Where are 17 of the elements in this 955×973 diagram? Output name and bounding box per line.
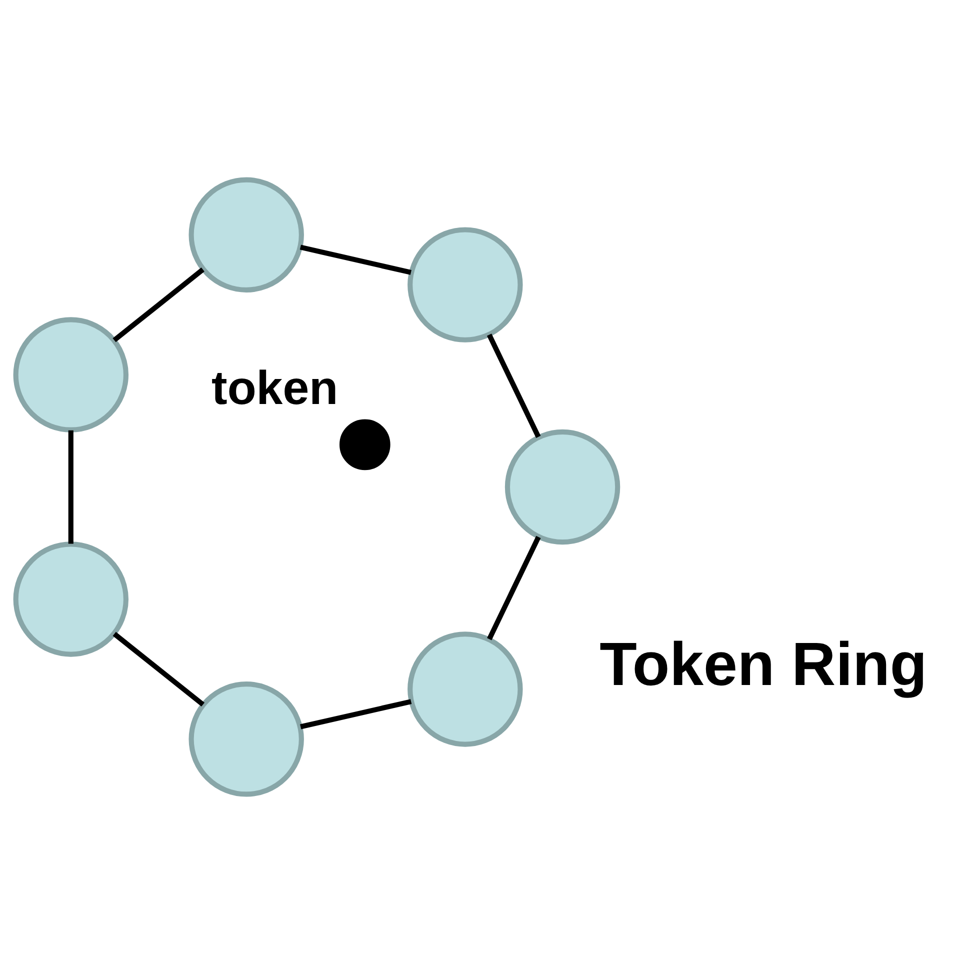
connector (486, 333, 540, 438)
node-circle (12, 316, 128, 432)
node-circle (504, 428, 620, 544)
node-circle (12, 541, 128, 656)
label: Token Ring (599, 629, 927, 698)
node-circle (407, 226, 522, 342)
connector (300, 698, 412, 729)
node-circle (407, 631, 522, 746)
connector (68, 430, 73, 544)
node-circle (188, 681, 304, 796)
connector (486, 535, 540, 640)
node-circle (188, 176, 304, 292)
connector (112, 631, 204, 706)
connector (299, 244, 411, 274)
node-circle (338, 418, 390, 470)
connector (112, 267, 204, 342)
node-label: token (211, 361, 338, 414)
